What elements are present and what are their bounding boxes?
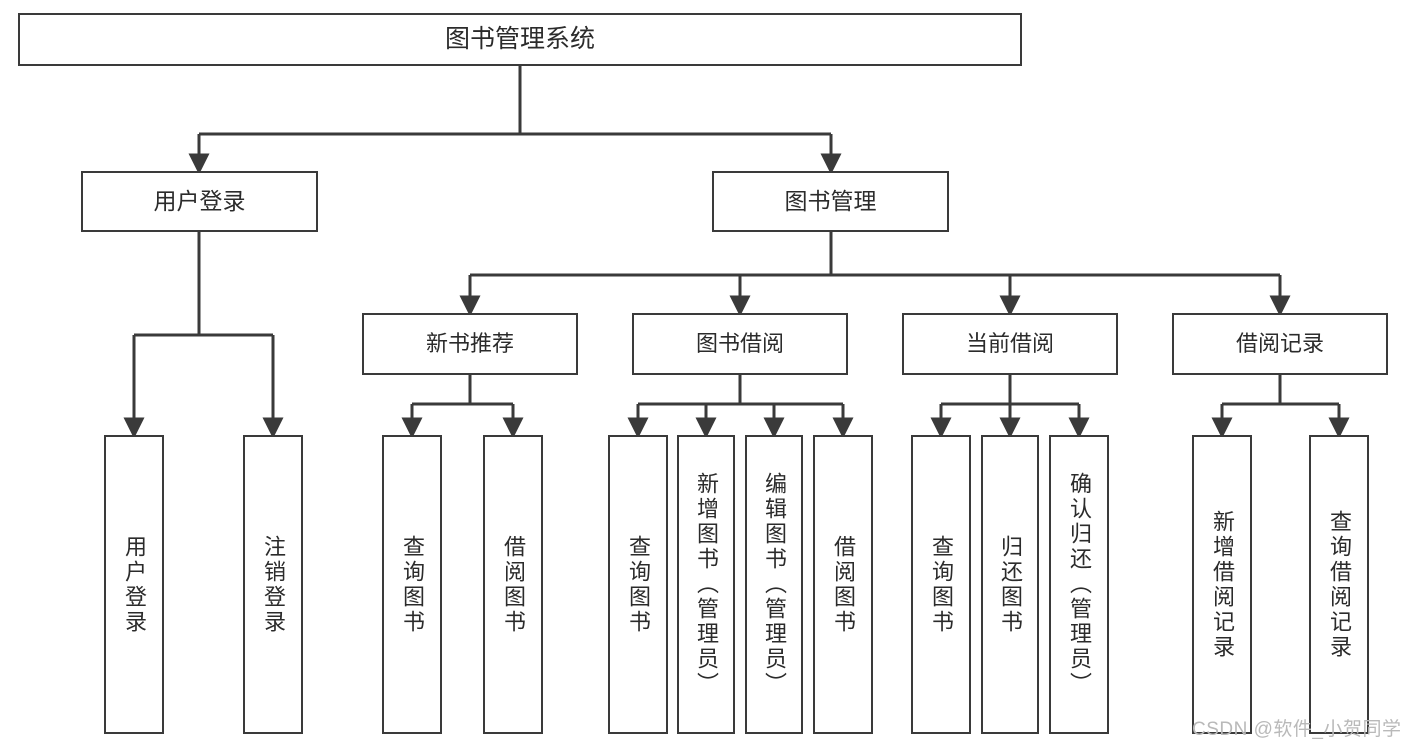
node-leaf-add-record-label: 新增借阅记录 <box>1210 509 1235 660</box>
node-book-manage[interactable]: 图书管理 <box>712 171 949 232</box>
node-leaf-query-book-2-label: 查询图书 <box>626 534 651 635</box>
node-borrow-record-label: 借阅记录 <box>1235 331 1324 357</box>
node-leaf-add-record[interactable]: 新增借阅记录 <box>1192 435 1252 734</box>
node-leaf-query-book-1-label: 查询图书 <box>400 534 425 635</box>
node-new-book-rec-label: 新书推荐 <box>425 331 514 357</box>
node-leaf-return-book[interactable]: 归还图书 <box>981 435 1039 734</box>
node-leaf-borrow-book-1-label: 借阅图书 <box>501 534 526 635</box>
node-leaf-query-book-1[interactable]: 查询图书 <box>382 435 442 734</box>
node-user-login[interactable]: 用户登录 <box>81 171 318 232</box>
node-leaf-user-login-label: 用户登录 <box>122 534 147 635</box>
node-leaf-query-book-2[interactable]: 查询图书 <box>608 435 668 734</box>
node-leaf-query-record-label: 查询借阅记录 <box>1327 509 1352 660</box>
node-leaf-query-book-3-label: 查询图书 <box>929 534 954 635</box>
node-leaf-logout-label: 注销登录 <box>261 534 286 635</box>
node-new-book-rec[interactable]: 新书推荐 <box>362 313 578 375</box>
node-leaf-edit-book-label: 编辑图书（管理员） <box>762 472 787 697</box>
node-book-borrow[interactable]: 图书借阅 <box>632 313 848 375</box>
node-book-borrow-label: 图书借阅 <box>695 331 784 357</box>
node-current-borrow-label: 当前借阅 <box>965 331 1054 357</box>
watermark: CSDN @软件_小贺同学 <box>1192 719 1402 740</box>
node-leaf-add-book[interactable]: 新增图书（管理员） <box>677 435 735 734</box>
node-user-login-label: 用户登录 <box>153 187 246 214</box>
node-leaf-user-login[interactable]: 用户登录 <box>104 435 164 734</box>
node-root-label: 图书管理系统 <box>444 24 595 53</box>
node-leaf-borrow-book-2-label: 借阅图书 <box>831 534 856 635</box>
node-leaf-query-record[interactable]: 查询借阅记录 <box>1309 435 1369 734</box>
node-leaf-confirm-return[interactable]: 确认归还（管理员） <box>1049 435 1109 734</box>
node-leaf-query-book-3[interactable]: 查询图书 <box>911 435 971 734</box>
node-leaf-add-book-label: 新增图书（管理员） <box>694 472 719 697</box>
node-current-borrow[interactable]: 当前借阅 <box>902 313 1118 375</box>
node-root[interactable]: 图书管理系统 <box>18 13 1022 66</box>
node-leaf-return-book-label: 归还图书 <box>998 534 1023 635</box>
node-borrow-record[interactable]: 借阅记录 <box>1172 313 1388 375</box>
node-leaf-logout[interactable]: 注销登录 <box>243 435 303 734</box>
node-leaf-confirm-return-label: 确认归还（管理员） <box>1067 472 1092 697</box>
node-book-manage-label: 图书管理 <box>784 187 877 214</box>
node-leaf-borrow-book-1[interactable]: 借阅图书 <box>483 435 543 734</box>
node-leaf-borrow-book-2[interactable]: 借阅图书 <box>813 435 873 734</box>
node-leaf-edit-book[interactable]: 编辑图书（管理员） <box>745 435 803 734</box>
